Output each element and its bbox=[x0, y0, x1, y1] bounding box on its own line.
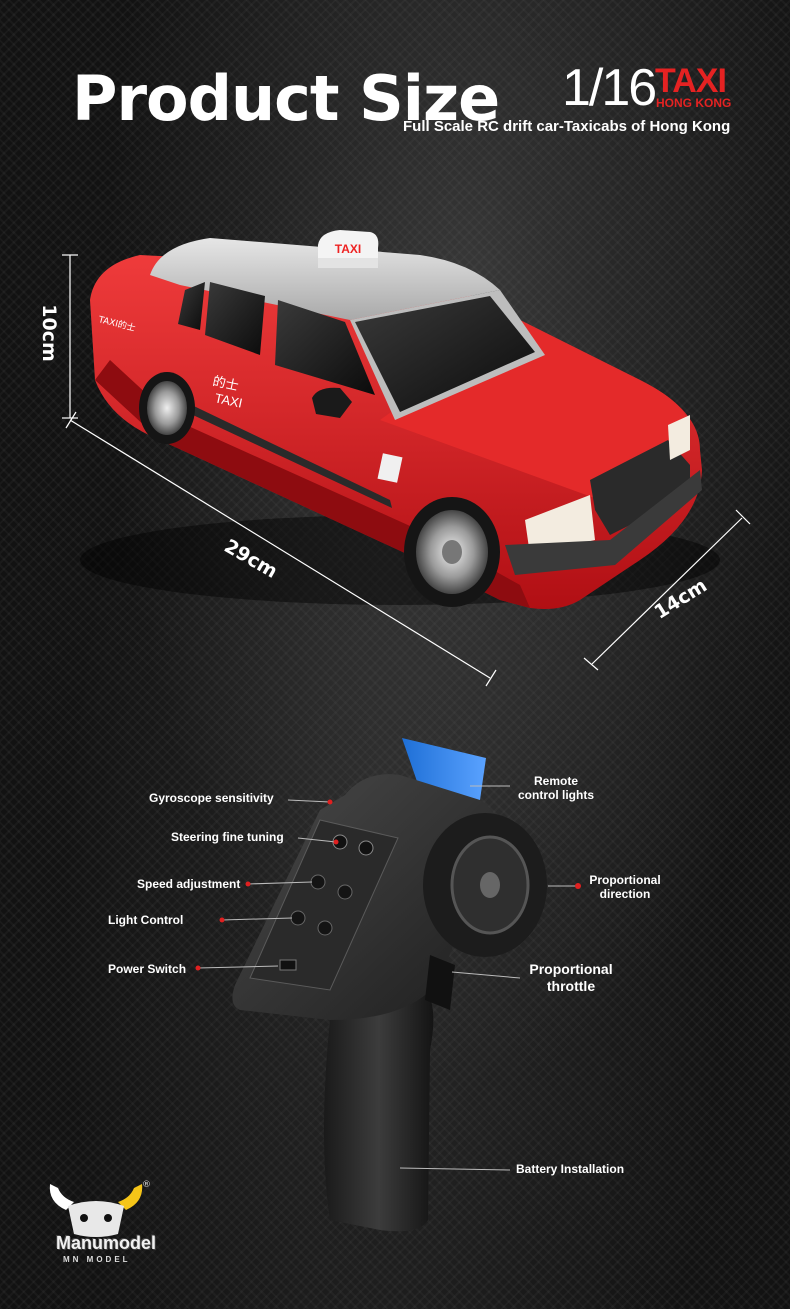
callout-lines bbox=[197, 785, 576, 1171]
taxi-brand-word: TAXI bbox=[655, 62, 727, 100]
manumodel-logo-mark bbox=[49, 1184, 143, 1237]
throttle-trigger[interactable] bbox=[425, 955, 455, 1010]
label-light-control: Light Control bbox=[108, 913, 184, 927]
logo-name: Manumodel bbox=[56, 1233, 157, 1253]
steering-wheel[interactable] bbox=[423, 813, 547, 957]
label-direction-line1: Proportional bbox=[589, 873, 661, 887]
dimension-lines bbox=[62, 254, 751, 687]
door-text-en: TAXI bbox=[213, 390, 243, 410]
remote-light bbox=[402, 738, 486, 814]
front-wheel bbox=[404, 497, 500, 607]
taxi-brand-sub: HONG KONG bbox=[656, 96, 732, 110]
label-remote-lights: Remote control lights bbox=[512, 774, 600, 803]
label-throttle-line1: Proportional bbox=[529, 961, 613, 977]
label-proportional-throttle: Proportional throttle bbox=[522, 961, 620, 995]
power-switch[interactable] bbox=[279, 959, 297, 971]
page-title: Product Size bbox=[72, 62, 500, 135]
door-text-cn: 的士 bbox=[211, 373, 240, 394]
roof-sign-text: TAXI bbox=[335, 242, 361, 256]
label-remote-lights-line1: Remote bbox=[533, 774, 578, 788]
page-subtitle: Full Scale RC drift car-Taxicabs of Hong… bbox=[403, 118, 731, 135]
label-power-switch: Power Switch bbox=[108, 962, 187, 976]
dimension-height: 10cm bbox=[37, 304, 60, 362]
label-gyroscope: Gyroscope sensitivity bbox=[149, 791, 274, 805]
registered-mark: ® bbox=[142, 1180, 151, 1190]
remote-controller-illustration bbox=[195, 738, 581, 1232]
speed-button-1[interactable] bbox=[310, 874, 326, 890]
label-remote-lights-line2: control lights bbox=[518, 788, 594, 803]
remote-control-panel bbox=[249, 819, 399, 991]
car-roof bbox=[150, 238, 545, 420]
logo-subtitle: MN MODEL bbox=[63, 1255, 131, 1264]
taxi-car-illustration: TAXI 的士 TAXI TAXI的士 bbox=[62, 230, 751, 687]
car-front bbox=[377, 415, 702, 575]
light-button-2[interactable] bbox=[317, 920, 333, 936]
steering-trim-knob[interactable] bbox=[358, 840, 374, 856]
label-proportional-direction: Proportional direction bbox=[584, 873, 666, 902]
label-speed: Speed adjustment bbox=[137, 877, 241, 891]
roof-taxi-sign: TAXI bbox=[318, 230, 379, 268]
scale-label: 1/16 bbox=[562, 59, 657, 117]
rear-wheel bbox=[139, 372, 195, 444]
side-mirror bbox=[312, 387, 352, 418]
label-direction-line2: direction bbox=[599, 887, 651, 902]
light-button-1[interactable] bbox=[290, 910, 306, 926]
speed-button-2[interactable] bbox=[337, 884, 353, 900]
label-throttle-line2: throttle bbox=[546, 977, 596, 994]
label-battery: Battery Installation bbox=[516, 1162, 625, 1176]
label-steering-trim: Steering fine tuning bbox=[171, 830, 284, 844]
